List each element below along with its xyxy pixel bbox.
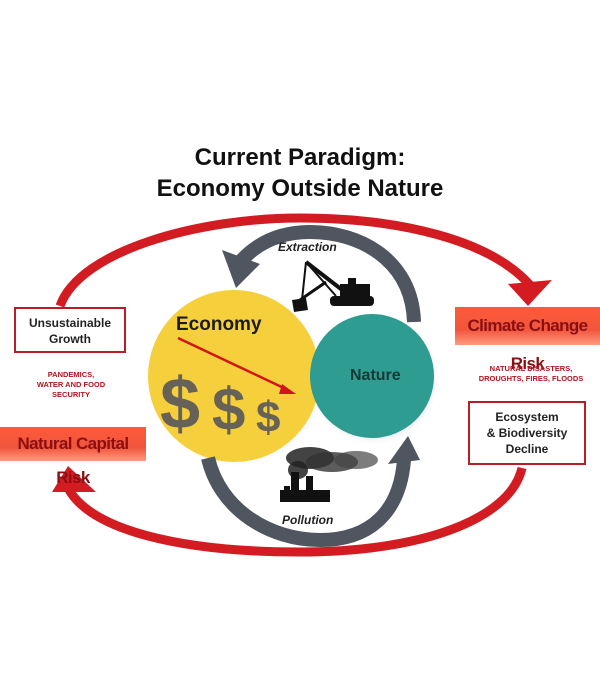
- dollar-signs: $ $ $: [160, 364, 280, 444]
- natural-capital-risk-box: Natural Capital Risk: [0, 427, 146, 487]
- dollar-sign-medium: $: [212, 376, 245, 443]
- ecosystem-biodiversity-decline-box: Ecosystem & Biodiversity Decline: [468, 401, 586, 465]
- left-impacts-text: PANDEMICS, WATER AND FOOD SECURITY: [14, 370, 128, 400]
- unsustainable-growth-line-1: Unsustainable: [28, 316, 112, 330]
- extraction-arrow: [222, 224, 421, 323]
- left-impact-line-3: SECURITY: [52, 390, 90, 399]
- factory-smoke-icon: [280, 447, 378, 502]
- left-impact-line-2: WATER AND FOOD: [36, 380, 106, 389]
- pollution-arrow: [201, 436, 420, 548]
- dollar-sign-large: $: [160, 364, 200, 444]
- excavator-icon: [292, 260, 374, 312]
- right-impact-line-2: DROUGHTS, FIRES, FLOODS: [478, 374, 584, 383]
- title-line-2: Economy Outside Nature: [156, 175, 444, 202]
- unsustainable-growth-line-2: Growth: [49, 332, 91, 346]
- left-impact-line-1: PANDEMICS,: [47, 370, 95, 379]
- ecosystem-line-3: Decline: [505, 442, 549, 456]
- economy-circle: [148, 290, 320, 462]
- ecosystem-line-1: Ecosystem: [495, 410, 559, 424]
- outer-arrow-bottom: [52, 466, 527, 557]
- right-impact-line-1: NATURAL DISASTERS,: [489, 364, 573, 373]
- unsustainable-growth-box: Unsustainable Growth: [14, 307, 126, 353]
- nature-label: Nature: [350, 367, 401, 384]
- ecosystem-line-2: & Biodiversity: [486, 426, 568, 440]
- right-impacts-text: NATURAL DISASTERS, DROUGHTS, FIRES, FLOO…: [462, 364, 600, 384]
- title-line-1: Current Paradigm:: [194, 144, 406, 171]
- nature-circle: [310, 314, 434, 438]
- dollar-sign-small: $: [256, 393, 280, 442]
- climate-change-risk-box: Climate Change Risk: [455, 307, 600, 373]
- diagram-title: Current Paradigm: Economy Outside Nature: [0, 142, 600, 204]
- pollution-label: Pollution: [282, 513, 334, 527]
- outer-arrow-top: [55, 213, 552, 308]
- declining-trend-arrow: [177, 336, 296, 394]
- extraction-label: Extraction: [278, 240, 337, 254]
- economy-label: Economy: [176, 314, 262, 335]
